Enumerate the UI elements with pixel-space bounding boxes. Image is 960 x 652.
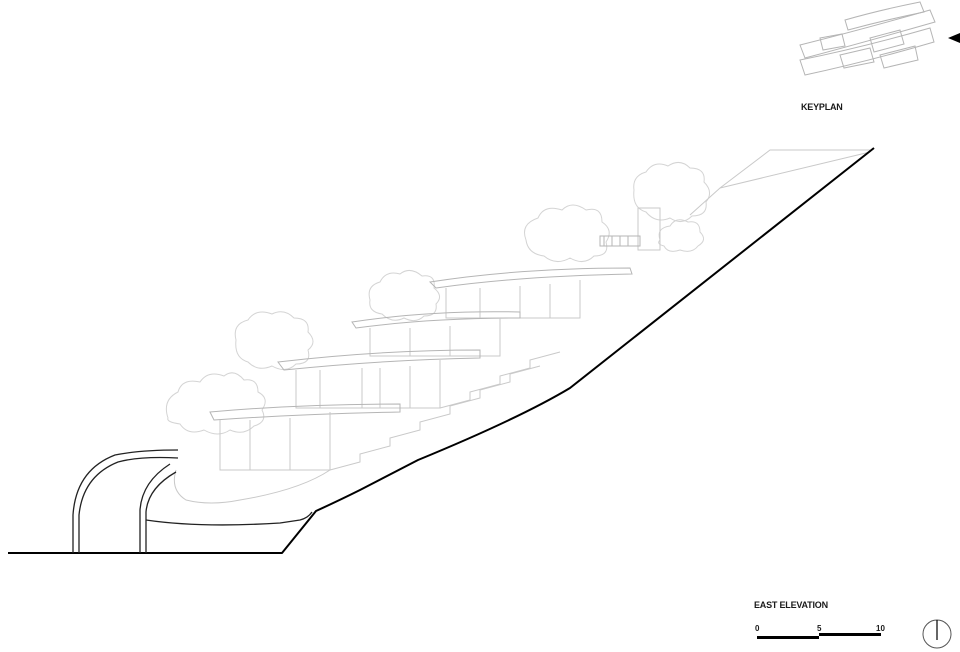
scale-tick-5: 5 <box>817 624 822 633</box>
keyplan-label: KEYPLAN <box>801 102 843 112</box>
scale-tick-10: 10 <box>876 624 885 633</box>
keyplan-diagram <box>799 1 936 76</box>
scale-bar: 0 5 10 <box>755 624 885 639</box>
entry-retaining-walls <box>72 449 313 553</box>
scale-bar-segment-1 <box>757 636 819 639</box>
scale-bar-segment-2 <box>819 633 881 636</box>
tree-canopy <box>165 162 710 435</box>
scale-tick-0: 0 <box>755 624 760 633</box>
direction-arrow-icon <box>948 33 960 43</box>
terraced-building <box>173 149 871 504</box>
north-arrow-icon <box>922 619 952 649</box>
elevation-title: EAST ELEVATION <box>754 600 828 610</box>
ground-profile <box>8 147 875 554</box>
